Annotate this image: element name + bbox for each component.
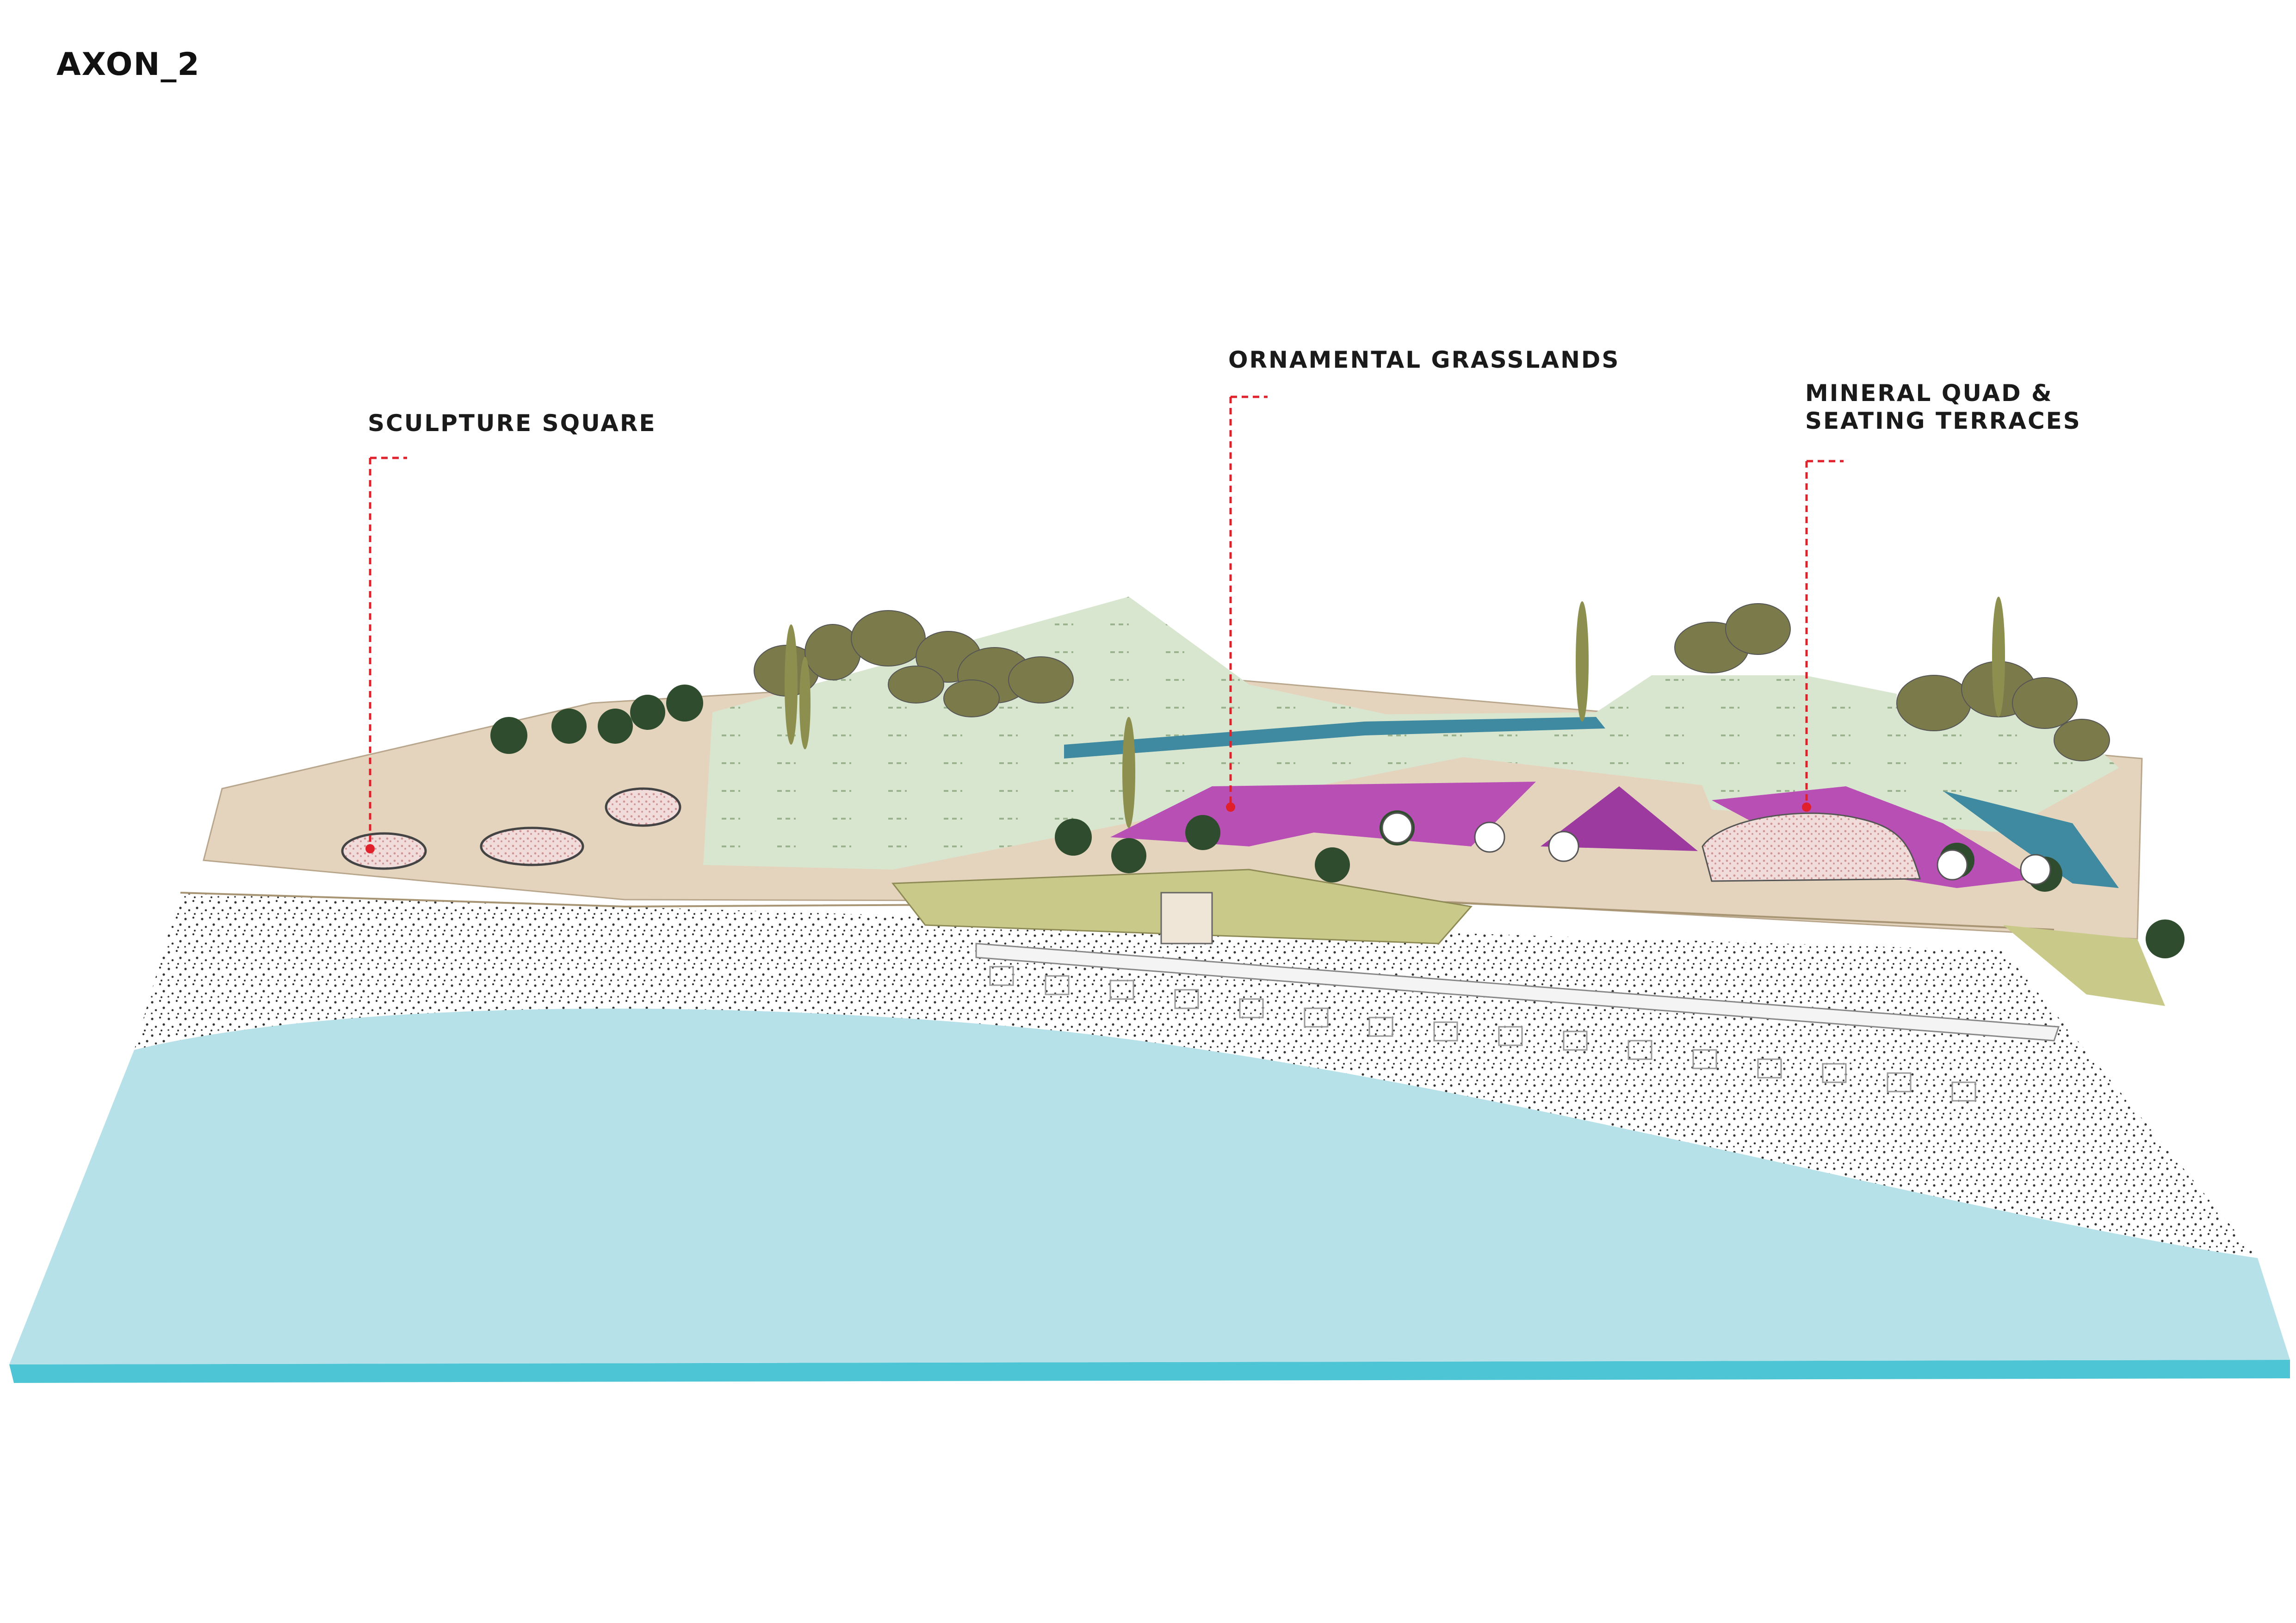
canal (1064, 717, 1605, 759)
boardwalk (975, 943, 2060, 1042)
kiosk (1160, 892, 1213, 944)
sculpture-planter-1 (341, 832, 427, 870)
leader-sculpture-square (369, 457, 407, 849)
cypress-trees (785, 597, 2005, 828)
label-ornamental-grasslands: ORNAMENTAL GRASSLANDS (1228, 346, 1620, 374)
sculpture-planter-2 (480, 827, 584, 866)
seating-terraces (1702, 812, 1921, 882)
olive-meadow-east (2003, 925, 2165, 1006)
label-line: MINERAL QUAD & (1805, 380, 2053, 407)
sculpture-planter-3 (605, 787, 681, 827)
label-line: SEATING TERRACES (1805, 407, 2081, 434)
sea-surface (9, 1008, 2290, 1364)
leader-dot-mineral-quad (1802, 802, 1811, 812)
white-palms (1381, 812, 2051, 885)
leader-dot-ornamental-grasslands (1226, 802, 1235, 812)
grass-area-west (703, 597, 1527, 870)
label-mineral-quad: MINERAL QUAD & SEATING TERRACES (1805, 379, 2081, 435)
label-line: ORNAMENTAL GRASSLANDS (1228, 346, 1620, 373)
label-line: SCULPTURE SQUARE (368, 410, 656, 437)
purple-grassland-2 (1541, 786, 1698, 851)
leader-lines (369, 395, 1844, 849)
leader-points (365, 802, 1811, 853)
label-sculpture-square: SCULPTURE SQUARE (368, 409, 656, 437)
sea-slab-edge (9, 1360, 2290, 1383)
diagram-title: AXON_2 (56, 46, 200, 83)
leader-ornamental-grasslands (1229, 395, 1268, 807)
beach-umbrellas (989, 966, 1976, 1102)
tree-cluster-east (1674, 603, 2110, 761)
leader-mineral-quad (1805, 460, 1844, 807)
leader-dot-sculpture-square (365, 844, 375, 853)
canal-east (1943, 791, 2119, 888)
